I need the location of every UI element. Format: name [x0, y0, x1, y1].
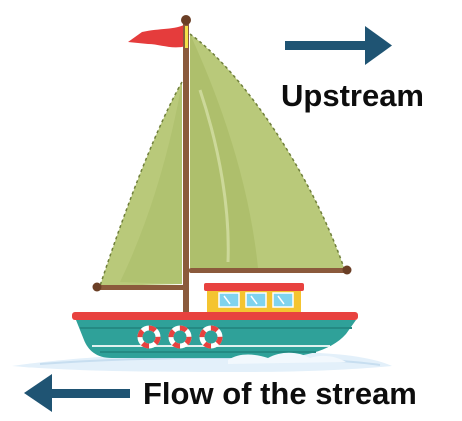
- sailboat-icon: [72, 15, 358, 364]
- life-ring-icon: [168, 325, 192, 349]
- flow-of-stream-label: Flow of the stream: [143, 376, 417, 411]
- flag-icon: [128, 24, 187, 48]
- boom-lower: [92, 282, 187, 292]
- main-sail: [189, 33, 345, 269]
- jib-sail: [99, 81, 183, 287]
- life-ring-icon: [199, 325, 223, 349]
- arrow-right-icon: [285, 26, 392, 65]
- life-ring-icon: [137, 325, 161, 349]
- hull: [72, 312, 358, 358]
- arrow-left-icon: [24, 374, 130, 412]
- mast: [181, 15, 191, 312]
- cabin: [204, 283, 304, 313]
- water-splash: [228, 352, 346, 364]
- upstream-label: Upstream: [281, 78, 424, 113]
- boom-upper: [189, 265, 352, 275]
